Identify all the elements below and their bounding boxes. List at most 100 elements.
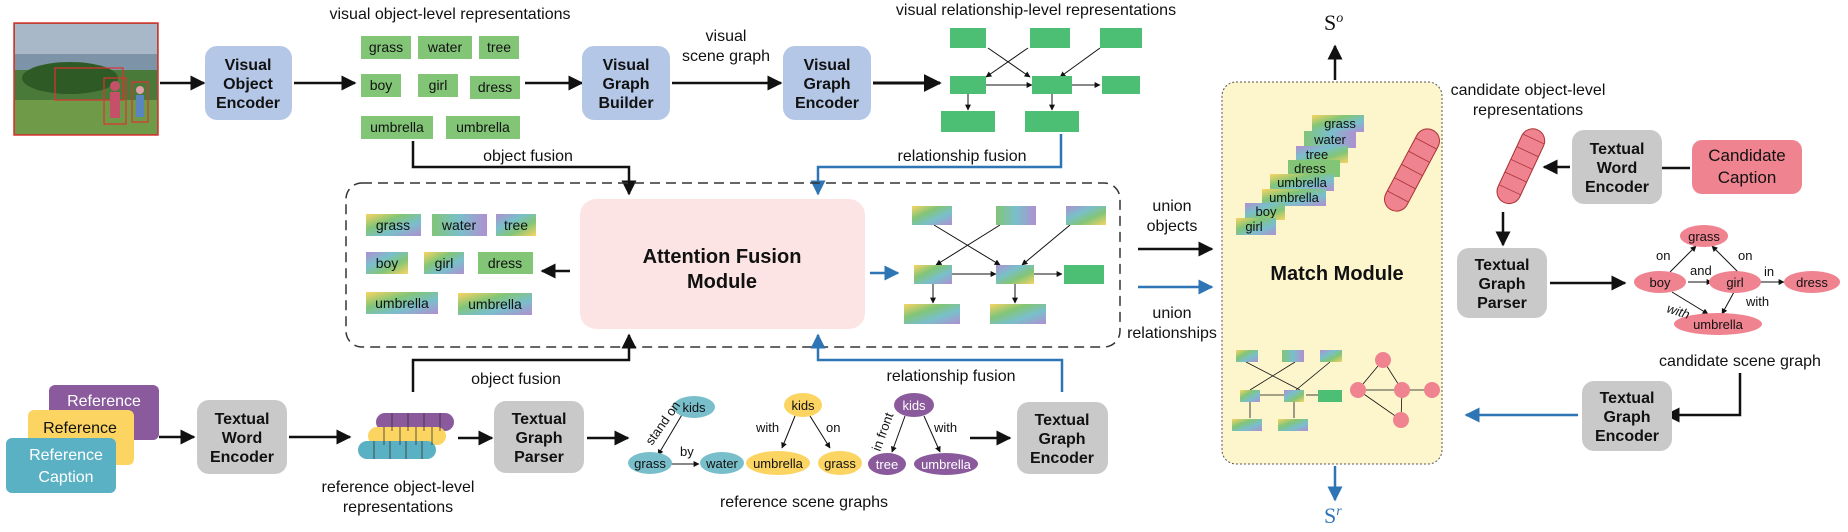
- svg-text:girl: girl: [429, 77, 448, 93]
- svg-text:Match Module: Match Module: [1270, 263, 1403, 285]
- svg-text:on: on: [826, 420, 840, 435]
- svg-text:girl: girl: [1245, 219, 1262, 234]
- svg-text:umbrella: umbrella: [921, 457, 972, 472]
- svg-text:girl: girl: [435, 255, 454, 271]
- svg-text:water: water: [705, 456, 738, 471]
- svg-text:dress: dress: [1294, 161, 1326, 176]
- svg-text:umbrella: umbrella: [468, 296, 522, 312]
- svg-text:umbrella: umbrella: [1269, 190, 1320, 205]
- svg-text:in front: in front: [869, 410, 897, 453]
- input-photo: [13, 22, 159, 136]
- object-fusion-label-top: object fusion: [483, 148, 573, 165]
- svg-text:dress: dress: [478, 79, 512, 95]
- svg-text:tree: tree: [876, 457, 898, 472]
- svg-text:Attention Fusion: Attention Fusion: [643, 246, 802, 268]
- s-r-label: Sr: [1324, 503, 1342, 528]
- relationship-fusion-label-bottom: relationship fusion: [887, 368, 1016, 385]
- visual-relationship-title: visual relationship-level representation…: [896, 2, 1176, 19]
- svg-text:dress: dress: [488, 255, 522, 271]
- svg-text:umbrella: umbrella: [370, 119, 424, 135]
- svg-text:dress: dress: [1796, 275, 1828, 290]
- svg-text:grass: grass: [1324, 116, 1356, 131]
- match-relationship-graph: [1232, 350, 1342, 431]
- fusion-container: [345, 182, 1121, 348]
- svg-text:umbrella: umbrella: [1277, 175, 1328, 190]
- match-cylinder-icon: [1384, 128, 1440, 212]
- svg-text:kids: kids: [682, 400, 706, 415]
- match-candidate-graph-icon: [1350, 352, 1440, 428]
- svg-text:water: water: [441, 217, 477, 233]
- svg-text:boy: boy: [370, 77, 393, 93]
- svg-text:boy: boy: [1650, 275, 1671, 290]
- svg-text:with: with: [1665, 301, 1692, 322]
- svg-text:umbrella: umbrella: [375, 295, 429, 311]
- reference-caption-cards: Reference Reference Reference Caption: [6, 385, 159, 493]
- svg-text:on: on: [1738, 248, 1752, 263]
- svg-text:Reference: Reference: [67, 393, 141, 410]
- fused-object-tags: grass water tree boy girl dress umbrella…: [366, 214, 536, 315]
- candidate-caption: Candidate Caption: [1692, 140, 1802, 194]
- svg-text:girl: girl: [1726, 275, 1743, 290]
- candidate-scene-graph: grass boy girl dress umbrella on on and …: [1634, 225, 1840, 335]
- svg-text:and: and: [1690, 263, 1712, 278]
- svg-text:kids: kids: [902, 398, 926, 413]
- visual-object-tags: grass water tree boy girl dress umbrella…: [361, 36, 520, 139]
- svg-text:Caption: Caption: [1718, 168, 1777, 187]
- svg-text:boy: boy: [1256, 204, 1277, 219]
- svg-text:Reference: Reference: [29, 447, 103, 464]
- svg-text:in: in: [1764, 264, 1774, 279]
- svg-text:with: with: [755, 420, 779, 435]
- svg-text:by: by: [680, 444, 694, 459]
- relationship-fusion-label-top: relationship fusion: [898, 148, 1027, 165]
- svg-text:tree: tree: [1306, 147, 1328, 162]
- svg-text:umbrella: umbrella: [456, 119, 510, 135]
- svg-text:grass: grass: [824, 456, 856, 471]
- object-fusion-label-bottom: object fusion: [471, 371, 561, 388]
- svg-text:umbrella: umbrella: [1693, 317, 1744, 332]
- svg-text:umbrella: umbrella: [753, 456, 804, 471]
- svg-text:grass: grass: [1688, 229, 1720, 244]
- svg-text:Candidate: Candidate: [1708, 146, 1786, 165]
- svg-text:with: with: [1745, 294, 1769, 309]
- svg-text:on: on: [1656, 248, 1670, 263]
- fused-relationship-graph: [904, 206, 1106, 324]
- svg-text:grass: grass: [376, 217, 410, 233]
- candidate-scene-graph-label: candidate scene graph: [1659, 353, 1821, 370]
- svg-text:boy: boy: [376, 255, 399, 271]
- attention-fusion-module: Attention Fusion Module: [580, 199, 865, 329]
- reference-graph-3: kids tree umbrella in front with: [868, 393, 978, 475]
- reference-scene-graphs-label: reference scene graphs: [720, 494, 888, 511]
- svg-text:tree: tree: [487, 39, 511, 55]
- reference-graph-2: kids umbrella grass with on: [746, 393, 862, 475]
- s-o-label: So: [1324, 10, 1343, 35]
- candidate-cylinder-icon: [1496, 128, 1546, 205]
- svg-text:grass: grass: [369, 39, 403, 55]
- match-object-stack: grass water tree dress umbrella umbrella…: [1236, 115, 1364, 235]
- svg-text:Caption: Caption: [38, 469, 93, 486]
- reference-graph-1: kids grass water stand on by: [628, 396, 744, 474]
- svg-text:tree: tree: [504, 217, 528, 233]
- svg-text:Module: Module: [687, 271, 757, 293]
- svg-text:grass: grass: [634, 456, 666, 471]
